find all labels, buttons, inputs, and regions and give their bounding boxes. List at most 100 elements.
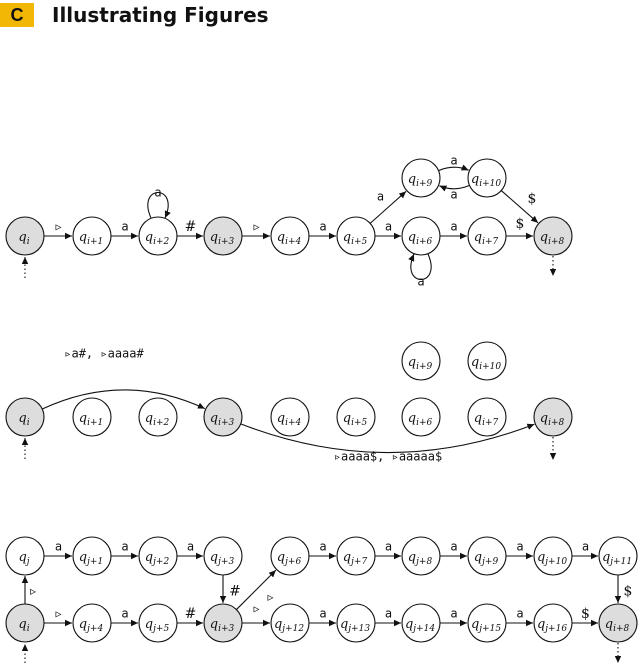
state-label: qj+12 bbox=[274, 617, 304, 634]
state-node-bottom-qj11: qj+11 bbox=[598, 536, 638, 576]
state-label: qi+2 bbox=[145, 230, 170, 247]
state-node-middle-qi2: qi+2 bbox=[138, 397, 178, 437]
transition-label: ▹aaaa$, ▹aaaaa$ bbox=[334, 450, 442, 464]
transition-top-qi10-qi8 bbox=[500, 190, 539, 224]
state-node-bottom-qi: qi bbox=[5, 603, 45, 643]
transition-top-qi10-qi9 bbox=[439, 184, 470, 192]
transition-label: a bbox=[450, 188, 457, 202]
state-label: qj+14 bbox=[405, 617, 435, 634]
transition-label: a bbox=[319, 220, 326, 234]
state-node-bottom-qj5: qj+5 bbox=[138, 603, 178, 643]
state-circle bbox=[533, 603, 573, 643]
state-label: qi+2 bbox=[145, 411, 170, 428]
state-label: qi+9 bbox=[408, 355, 433, 372]
transition-top-qi9-qi10 bbox=[438, 164, 469, 172]
state-label: qj+4 bbox=[79, 617, 104, 634]
transition-top-qi2-qi2 bbox=[147, 192, 171, 219]
state-label: qj+15 bbox=[471, 617, 501, 634]
state-node-middle-qi4: qi+4 bbox=[270, 397, 310, 437]
state-node-bottom-qj1: qj+1 bbox=[72, 536, 112, 576]
transition-label: a bbox=[187, 540, 194, 554]
transition-label: a bbox=[121, 540, 128, 554]
transition-top-qi5-qi9 bbox=[369, 190, 407, 224]
state-circle bbox=[138, 216, 178, 256]
state-label: qj+10 bbox=[537, 550, 567, 567]
state-node-top-qi2: qi+2 bbox=[138, 216, 178, 256]
state-circle bbox=[203, 397, 243, 437]
state-label: qj+2 bbox=[145, 550, 170, 567]
state-label: qj+1 bbox=[79, 550, 103, 567]
state-circle bbox=[138, 603, 178, 643]
state-node-bottom-qj: qj bbox=[5, 536, 45, 576]
state-circle bbox=[270, 216, 310, 256]
state-circle bbox=[533, 536, 573, 576]
state-label: qi+8 bbox=[540, 411, 565, 428]
state-node-bottom-qj16: qj+16 bbox=[533, 603, 573, 643]
transition-label: a bbox=[154, 186, 161, 200]
transition-label: # bbox=[185, 606, 197, 622]
state-label: qi+3 bbox=[210, 411, 235, 428]
state-circle bbox=[5, 603, 45, 643]
state-node-top-qi: qi bbox=[5, 216, 45, 256]
transition-label: a bbox=[450, 154, 457, 168]
state-circle bbox=[203, 216, 243, 256]
transition-top-qi6-qi6 bbox=[408, 253, 432, 280]
state-circle bbox=[203, 603, 243, 643]
state-node-top-qi10: qi+10 bbox=[467, 158, 507, 198]
state-circle bbox=[401, 216, 441, 256]
state-node-bottom-qj6: qj+6 bbox=[270, 536, 310, 576]
state-label: qi+4 bbox=[277, 230, 302, 247]
transition-bottom-qi3-qj6 bbox=[236, 569, 277, 610]
state-label: qi+8 bbox=[540, 230, 565, 247]
header: C Illustrating Figures bbox=[0, 0, 640, 32]
state-circle bbox=[467, 341, 507, 381]
state-circle bbox=[401, 341, 441, 381]
state-node-bottom-qj15: qj+15 bbox=[467, 603, 507, 643]
state-node-top-qi8: qi+8 bbox=[533, 216, 573, 256]
state-label: qi+4 bbox=[277, 411, 302, 428]
state-node-top-qi4: qi+4 bbox=[270, 216, 310, 256]
state-label: qj+16 bbox=[537, 617, 567, 634]
transition-label: a bbox=[55, 540, 62, 554]
state-node-middle-qi5: qi+5 bbox=[336, 397, 376, 437]
state-label: qi+6 bbox=[408, 230, 433, 247]
state-circle bbox=[467, 536, 507, 576]
state-node-middle-qi8: qi+8 bbox=[533, 397, 573, 437]
state-label: qi+5 bbox=[343, 230, 368, 247]
state-node-middle-qi9: qi+9 bbox=[401, 341, 441, 381]
state-node-bottom-qj7: qj+7 bbox=[336, 536, 376, 576]
transition-label: $ bbox=[516, 216, 525, 232]
state-label: qj+13 bbox=[340, 617, 370, 634]
state-label: qi+7 bbox=[474, 230, 499, 247]
diagram-top-edges bbox=[44, 164, 539, 280]
transition-label: a bbox=[319, 607, 326, 621]
transition-label: $ bbox=[624, 584, 633, 600]
state-circle bbox=[72, 397, 112, 437]
state-node-top-qi9: qi+9 bbox=[401, 158, 441, 198]
state-node-bottom-qj2: qj+2 bbox=[138, 536, 178, 576]
transition-label: ▹ bbox=[253, 602, 259, 616]
state-node-top-qi3: qi+3 bbox=[203, 216, 243, 256]
transition-label: $ bbox=[528, 191, 537, 207]
state-circle bbox=[336, 397, 376, 437]
state-circle bbox=[467, 603, 507, 643]
state-node-bottom-qi8: qi+8 bbox=[598, 603, 638, 643]
state-circle bbox=[5, 397, 45, 437]
transition-label: ▹ bbox=[267, 590, 273, 604]
state-label: qi bbox=[18, 617, 29, 634]
state-label: qi+1 bbox=[79, 411, 103, 428]
state-node-bottom-qj9: qj+9 bbox=[467, 536, 507, 576]
state-circle bbox=[336, 216, 376, 256]
state-node-bottom-qj3: qj+3 bbox=[203, 536, 243, 576]
state-node-middle-qi1: qi+1 bbox=[72, 397, 112, 437]
transition-label: a bbox=[121, 220, 128, 234]
state-node-middle-qi7: qi+7 bbox=[467, 397, 507, 437]
state-node-middle-qi3: qi+3 bbox=[203, 397, 243, 437]
transition-label: a bbox=[450, 540, 457, 554]
state-circle bbox=[270, 603, 310, 643]
transition-label: a bbox=[582, 540, 589, 554]
transition-label: ▹ bbox=[253, 220, 259, 234]
